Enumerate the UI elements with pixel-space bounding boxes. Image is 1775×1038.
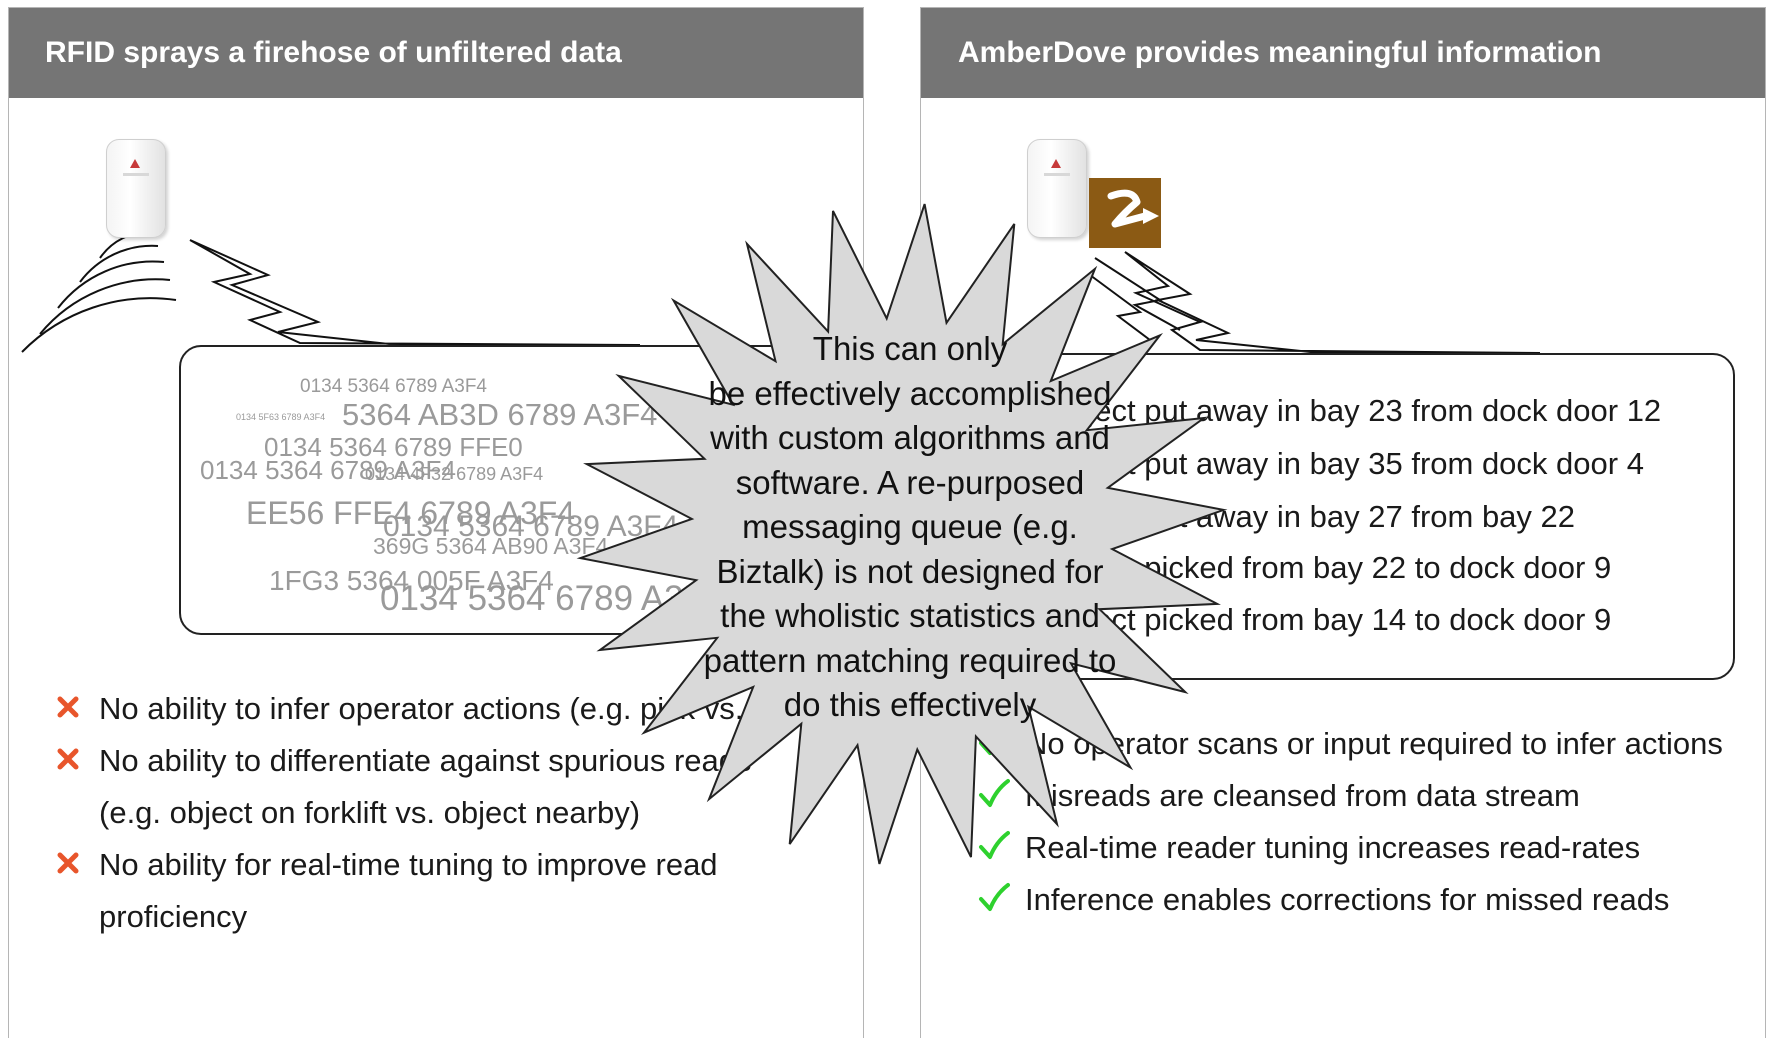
x-mark-icon xyxy=(57,852,79,874)
rfid-reader-device-right xyxy=(1027,139,1087,238)
left-bullet-list: No ability to infer operator actions (e.… xyxy=(57,683,819,943)
list-item: No ability for real-time tuning to impro… xyxy=(57,839,819,943)
left-panel-title: RFID sprays a firehose of unfiltered dat… xyxy=(9,8,863,98)
starburst-line: pattern matching required to xyxy=(703,641,1117,679)
right-panel-title: AmberDove provides meaningful informatio… xyxy=(921,8,1765,98)
reader-label-decoration xyxy=(1044,173,1070,176)
reader-label-decoration xyxy=(123,173,149,176)
rfid-reader-device xyxy=(106,139,166,238)
raw-read: 0134 5F63 6789 A3F4 xyxy=(236,412,326,422)
starburst-line: the wholistic statistics and xyxy=(720,597,1100,634)
bullet-text: No operator scans or input required to i… xyxy=(1025,726,1723,761)
starburst-text: This can only be effectively accomplishe… xyxy=(640,327,1180,728)
reader-logo-icon xyxy=(130,159,140,168)
raw-read: 0134 5364 6789 FFE0 xyxy=(264,432,523,462)
amberdove-logo-icon xyxy=(1089,178,1161,248)
x-mark-icon xyxy=(57,748,79,770)
starburst-line: Biztalk) is not designed for xyxy=(716,552,1104,590)
raw-read: EE56 FFE4 6789 A3F4 xyxy=(246,495,576,531)
bullet-text: Inference enables corrections for missed… xyxy=(1025,882,1670,917)
bullet-text: No ability to differentiate against spur… xyxy=(99,743,752,830)
reader-logo-icon xyxy=(1051,159,1061,168)
starburst-line: be effectively accomplished xyxy=(708,374,1112,412)
bullet-text: Real-time reader tuning increases read-r… xyxy=(1025,830,1641,865)
raw-read: 369G 5364 AB90 A3F4 xyxy=(373,533,609,559)
starburst-shape xyxy=(576,203,1228,865)
list-item: No ability to differentiate against spur… xyxy=(57,735,819,839)
raw-read: 5364 AB3D 6789 A3F4 xyxy=(342,397,658,432)
raw-read: 0134 5364 6789 A3F4 xyxy=(383,510,679,543)
starburst-line: This can only xyxy=(812,330,1008,367)
raw-read: 0134 4F32 6789 A3F4 xyxy=(365,464,544,484)
starburst-line: software. A re-purposed xyxy=(735,463,1085,501)
x-mark-icon xyxy=(57,696,79,718)
list-item: No operator scans or input required to i… xyxy=(979,718,1725,770)
check-mark-icon xyxy=(979,779,1010,807)
right-bullet-list: No operator scans or input required to i… xyxy=(979,718,1725,926)
info-event: Object put away in bay 23 from dock door… xyxy=(1046,393,1662,428)
right-small-bolts-icon xyxy=(1089,257,1181,341)
list-item: Inference enables corrections for missed… xyxy=(979,874,1725,926)
raw-read: 1FG3 5364 005F A3F4 xyxy=(269,565,554,596)
list-item: Misreads are cleansed from data stream xyxy=(979,770,1725,822)
starburst-line: do this effectively xyxy=(783,686,1037,723)
starburst-line: with custom algorithms and xyxy=(710,419,1110,456)
bullet-text: No ability for real-time tuning to impro… xyxy=(99,847,718,934)
check-mark-icon xyxy=(979,831,1010,859)
starburst-line: messaging queue (e.g. xyxy=(742,508,1078,545)
bullet-text: Misreads are cleansed from data stream xyxy=(1025,778,1580,813)
check-mark-icon xyxy=(979,883,1010,911)
list-item: Real-time reader tuning increases read-r… xyxy=(979,822,1725,874)
raw-read: 0134 5364 6789 A3F4 xyxy=(200,455,456,485)
raw-read: 0134 5364 6789 A3F4 xyxy=(300,376,488,397)
